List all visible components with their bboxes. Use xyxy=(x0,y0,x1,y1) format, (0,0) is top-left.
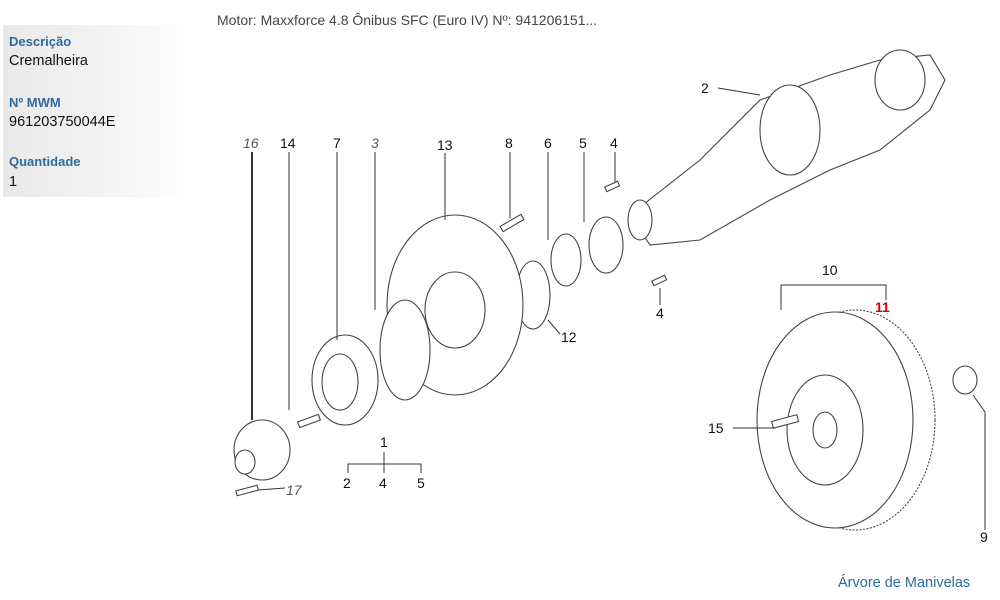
callout-2[interactable]: 2 xyxy=(701,80,709,96)
crankshaft-assembly-link[interactable]: Árvore de Manivelas xyxy=(838,575,971,591)
quantity-label: Quantidade xyxy=(9,154,81,169)
callout-4[interactable]: 4 xyxy=(610,135,618,151)
callout-16[interactable]: 16 xyxy=(243,135,259,151)
callout-6[interactable]: 6 xyxy=(544,135,552,151)
callout-11-highlighted[interactable]: 11 xyxy=(875,299,890,315)
bolt-14[interactable] xyxy=(296,413,322,429)
bolt-15[interactable] xyxy=(770,414,800,429)
bearing-9[interactable] xyxy=(952,365,978,395)
description-value: Cremalheira xyxy=(9,53,88,69)
ring-6[interactable] xyxy=(550,233,582,287)
mwm-value: 961203750044E xyxy=(9,114,116,130)
callout-5[interactable]: 5 xyxy=(579,135,587,151)
callout-14[interactable]: 14 xyxy=(280,135,296,151)
part-details-panel: Descrição Cremalheira Nº MWM 96120375004… xyxy=(3,25,190,197)
callout-9[interactable]: 9 xyxy=(980,529,988,545)
callout-17[interactable]: 17 xyxy=(286,482,303,498)
callout-7[interactable]: 7 xyxy=(333,135,341,151)
description-label: Descrição xyxy=(9,34,72,49)
mwm-label: Nº MWM xyxy=(9,95,61,110)
callout-1-2[interactable]: 2 xyxy=(343,475,351,491)
callout-15[interactable]: 15 xyxy=(708,420,724,436)
quantity-value: 1 xyxy=(9,174,18,190)
callout-10[interactable]: 10 xyxy=(822,262,838,278)
callout-1-4[interactable]: 4 xyxy=(379,475,387,491)
callout-4-lower[interactable]: 4 xyxy=(656,305,664,321)
callout-3[interactable]: 3 xyxy=(371,135,379,151)
callout-13[interactable]: 13 xyxy=(437,137,453,153)
bolt-17[interactable] xyxy=(235,484,260,497)
callout-1-5[interactable]: 5 xyxy=(417,475,425,491)
callout-12[interactable]: 12 xyxy=(561,329,577,345)
plate-3[interactable] xyxy=(379,299,431,401)
flywheel-10[interactable] xyxy=(756,309,936,531)
callout-1[interactable]: 1 xyxy=(380,434,388,450)
engine-title: Motor: Maxxforce 4.8 Ônibus SFC (Euro IV… xyxy=(217,12,598,28)
key-4-top[interactable] xyxy=(604,180,621,193)
bolt-8[interactable] xyxy=(499,213,525,233)
callout-8[interactable]: 8 xyxy=(505,135,513,151)
key-4-bottom[interactable] xyxy=(651,274,668,287)
crankshaft-drawing[interactable] xyxy=(627,49,946,246)
gear-5[interactable] xyxy=(588,216,624,274)
leader-lines xyxy=(251,87,986,530)
